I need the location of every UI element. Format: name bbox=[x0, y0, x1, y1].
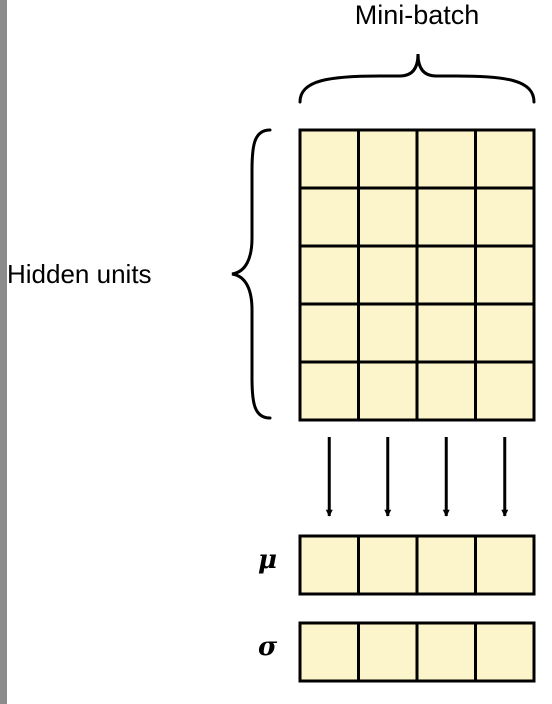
activation-cell bbox=[474, 244, 536, 306]
activation-cell bbox=[357, 128, 419, 190]
activation-cell bbox=[415, 302, 477, 364]
activation-cell bbox=[298, 244, 360, 306]
activation-cell bbox=[298, 360, 360, 422]
mu-cell bbox=[415, 534, 477, 596]
activation-cell bbox=[474, 360, 536, 422]
hidden-units-label: Hidden units bbox=[7, 259, 152, 289]
activation-cell bbox=[298, 128, 360, 190]
activation-cell bbox=[415, 128, 477, 190]
activation-cell bbox=[357, 244, 419, 306]
activation-cell bbox=[357, 360, 419, 422]
minibatch-brace bbox=[298, 53, 536, 104]
sigma-cell bbox=[298, 621, 360, 683]
activation-cell bbox=[474, 302, 536, 364]
activation-cell bbox=[474, 128, 536, 190]
sigma-label: σ bbox=[258, 632, 278, 662]
activation-cell bbox=[415, 186, 477, 248]
sigma-cell bbox=[474, 621, 536, 683]
activation-cell bbox=[415, 360, 477, 422]
activation-cell bbox=[357, 302, 419, 364]
mu-cell bbox=[474, 534, 536, 596]
sigma-cell bbox=[357, 621, 419, 683]
activation-cell bbox=[298, 302, 360, 364]
left-border bbox=[0, 0, 7, 704]
activation-cell bbox=[298, 186, 360, 248]
mu-label: μ bbox=[258, 545, 278, 575]
sigma-cell bbox=[415, 621, 477, 683]
mu-cell bbox=[357, 534, 419, 596]
activation-cell bbox=[474, 186, 536, 248]
arrows-group bbox=[325, 437, 509, 517]
activation-cell bbox=[415, 244, 477, 306]
hidden-units-brace bbox=[231, 128, 272, 420]
sigma-row bbox=[298, 621, 536, 683]
minibatch-label: Mini-batch bbox=[354, 0, 480, 30]
mu-cell bbox=[298, 534, 360, 596]
activation-grid bbox=[298, 128, 536, 422]
mu-row bbox=[298, 534, 536, 596]
activation-cell bbox=[357, 186, 419, 248]
